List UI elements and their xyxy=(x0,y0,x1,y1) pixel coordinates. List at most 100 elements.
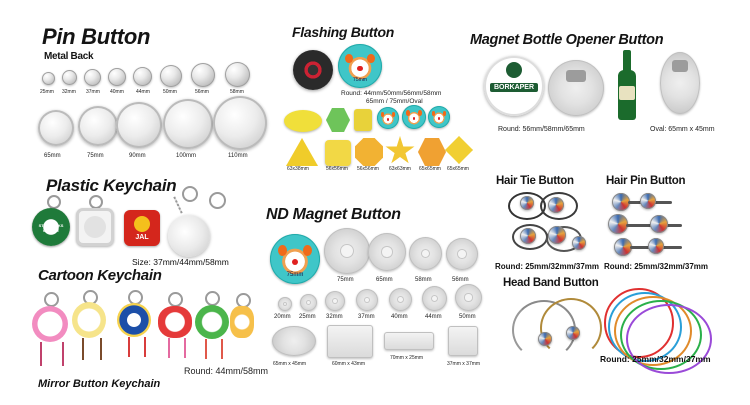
nd-magnet-58mm xyxy=(409,237,442,270)
metal-back-25mm xyxy=(42,72,55,85)
cartoon-keychain-pink xyxy=(32,306,68,342)
nd-magnet-square-37 xyxy=(448,326,478,356)
cartoon-keychain-caption: Round: 44mm/58mm xyxy=(184,366,269,376)
hair-tie-button xyxy=(520,228,536,244)
head-band-button xyxy=(566,326,580,340)
hair-pin-button xyxy=(648,238,664,254)
starbucks-brand-text: STARBUCKS COFFEE xyxy=(38,223,64,233)
pin-back-110mm xyxy=(213,96,267,150)
bottle-opener-back-round xyxy=(548,60,604,116)
nd-magnet-20mm xyxy=(278,297,292,311)
nd-magnet-rect-60x43 xyxy=(327,325,373,358)
opener-slot-icon xyxy=(672,60,688,72)
size-label: 58mm xyxy=(230,89,244,95)
flashing-octagon xyxy=(355,138,383,166)
flashing-hexagon-green xyxy=(326,108,350,132)
shape-size-label: 65x65mm xyxy=(419,166,441,172)
cartoon-keychain-blue xyxy=(117,303,151,337)
flashing-round-caption: Round: 44mm/50mm/56mm/58mm xyxy=(341,90,442,97)
flashing-button-back xyxy=(293,50,333,90)
cartoon-keychain-legs xyxy=(205,339,223,359)
metal-back-58mm xyxy=(225,62,250,87)
hair-tie-button xyxy=(572,236,586,250)
keyring-icon xyxy=(47,195,61,209)
nd-magnet-37mm xyxy=(356,289,378,311)
flashing-rect-yellow xyxy=(354,109,372,131)
flashing-oval-yellow xyxy=(284,110,322,132)
size-label: 65mm xyxy=(376,277,393,283)
clown-badge-icon xyxy=(377,107,399,129)
nd-magnet-32mm xyxy=(325,291,345,311)
keyring-icon xyxy=(89,195,103,209)
hair-tie-loop xyxy=(540,192,578,220)
clown-badge-icon: 75mm xyxy=(338,44,382,88)
nd-magnet-button-title: ND Magnet Button xyxy=(266,206,401,223)
head-band-caption: Round: 25mm/32mm/37mm xyxy=(600,354,711,364)
magnet-bottle-opener-title: Magnet Bottle Opener Button xyxy=(470,32,664,48)
pin-back-100mm xyxy=(163,99,213,149)
hair-pin-button-title: Hair Pin Button xyxy=(606,175,686,187)
borkaper-button: BORKAPER xyxy=(484,56,544,116)
nd-magnet-50mm xyxy=(455,284,482,311)
size-label: 37mm xyxy=(86,89,100,95)
size-label: 44mm xyxy=(136,89,150,95)
keyring-icon xyxy=(209,192,226,209)
head-band-wire xyxy=(626,304,712,374)
size-label: 56mm xyxy=(195,89,209,95)
size-label: 32mm xyxy=(62,89,76,95)
flashing-button-title: Flashing Button xyxy=(292,24,395,40)
clear-keychain-round xyxy=(168,215,210,257)
opener-round-caption: Round: 56mm/58mm/65mm xyxy=(498,126,585,133)
mirror-button-keychain-footer: Mirror Button Keychain xyxy=(38,378,161,390)
size-label: 37mm xyxy=(358,314,375,320)
cartoon-keychain-legs xyxy=(168,338,186,358)
keychain-chain xyxy=(173,196,183,214)
size-label: 50mm xyxy=(459,314,476,320)
flashing-star xyxy=(385,136,415,164)
size-label: 75mm xyxy=(337,277,354,283)
nd-magnet-75mm xyxy=(324,228,370,274)
metal-back-subtitle: Metal Back xyxy=(44,51,94,62)
clown-badge-icon xyxy=(402,105,426,129)
metal-back-40mm xyxy=(108,68,126,86)
shape-size-label: 63x38mm xyxy=(287,166,309,172)
shape-size-label: 63x63mm xyxy=(389,166,411,172)
hair-pin-caption: Round: 25mm/32mm/37mm xyxy=(604,262,709,271)
head-band-wire xyxy=(540,298,602,358)
metal-back-44mm xyxy=(133,67,152,86)
clear-keychain-square xyxy=(76,208,114,246)
size-label: 50mm xyxy=(163,89,177,95)
hair-pin-button xyxy=(608,214,628,234)
cartoon-keychain-red xyxy=(158,306,192,338)
hair-tie-button xyxy=(520,196,534,210)
keyring-icon xyxy=(182,186,198,202)
clown-badge-icon xyxy=(428,106,450,128)
size-label: 56mm xyxy=(452,277,469,283)
metal-back-50mm xyxy=(160,65,182,87)
opener-slot-icon xyxy=(566,70,586,82)
hair-pin-button xyxy=(650,215,668,233)
flashing-triangle xyxy=(286,138,318,166)
size-label: 70mm x 25mm xyxy=(390,355,424,361)
nd-magnet-25mm xyxy=(300,294,317,311)
flashing-square xyxy=(325,140,351,166)
beer-bottle-icon xyxy=(616,50,638,120)
size-label: 58mm xyxy=(415,277,432,283)
hair-tie-caption: Round: 25mm/32mm/37mm xyxy=(495,262,600,271)
pin-button-title: Pin Button xyxy=(42,24,151,49)
plastic-keychain-title: Plastic Keychain xyxy=(46,176,177,195)
cartoon-keychain-legs xyxy=(128,337,146,357)
pin-back-65mm xyxy=(38,110,74,146)
size-label: 37mm x 37mm xyxy=(447,361,481,367)
keychain-size-caption: Size: 37mm/44mm/58mm xyxy=(132,257,229,267)
flashing-hexagon xyxy=(418,138,446,166)
size-label: 110mm xyxy=(228,153,248,159)
hair-pin-button xyxy=(614,238,632,256)
jal-crane-icon xyxy=(134,216,150,232)
nd-magnet-65mm xyxy=(368,233,406,271)
size-label: 65mm x 45mm xyxy=(273,361,307,367)
size-label: 100mm xyxy=(176,153,197,159)
size-label: 20mm xyxy=(274,314,291,320)
metal-back-32mm xyxy=(62,70,77,85)
shape-size-label: 65x65mm xyxy=(447,166,469,172)
